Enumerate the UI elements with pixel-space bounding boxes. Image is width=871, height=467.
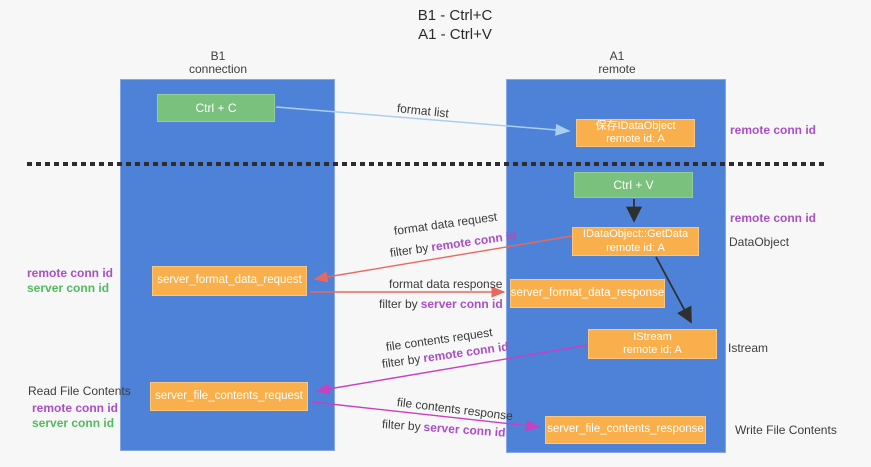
annotation-format-list: format list (396, 101, 450, 121)
lane-b1-sub: connection (188, 62, 248, 76)
istream-label: Istream (728, 341, 769, 355)
copy-paste-divider-dashed-line (27, 162, 828, 166)
filter-by-text: filter by (381, 351, 422, 371)
node-istream: IStream remote id: A (588, 329, 717, 359)
dataobject-label: DataObject (729, 235, 790, 249)
read-file-contents-label: Read File Contents (28, 384, 131, 398)
node-server-format-data-request: server_format_data_request (152, 266, 307, 296)
filter-by-text: filter by (379, 297, 418, 311)
getdata-line1: IDataObject::GetData (582, 228, 689, 241)
remote-conn-id-highlight: remote conn id (430, 228, 518, 255)
file-request-label: server_file_contents_request (155, 389, 303, 402)
ctrl-v-label: Ctrl + V (613, 177, 654, 192)
remote-conn-id-label: remote conn id (32, 401, 119, 415)
server-conn-id-label: server conn id (27, 281, 110, 295)
remote-conn-id-label: remote conn id (27, 266, 114, 280)
lane-a1-name: A1 (609, 49, 625, 63)
node-server-file-contents-response: server_file_contents_response (545, 416, 706, 444)
diagram-title: B1 - Ctrl+C A1 - Ctrl+V (355, 6, 555, 44)
title-line-2: A1 - Ctrl+V (418, 26, 492, 43)
lane-a1-sub: remote (598, 62, 636, 76)
getdata-line2: remote id: A (606, 241, 665, 254)
filter-by-text: filter by (381, 417, 422, 434)
format-request-label: server_format_data_request (157, 274, 302, 287)
left-conn-ids-bottom: remote conn id server conn id (32, 401, 118, 431)
istream-line1: IStream (633, 330, 672, 343)
write-file-contents-label: Write File Contents (735, 423, 837, 437)
save-idataobject-line1: 保存IDataObject (595, 119, 676, 132)
format-response-label: server_format_data_response (510, 286, 665, 299)
lane-header-a1: A1 remote (547, 50, 687, 76)
server-conn-id-label: server conn id (32, 416, 115, 430)
node-ctrl-c: Ctrl + C (157, 94, 275, 122)
server-conn-id-highlight: server conn id (420, 297, 503, 311)
ctrl-c-label: Ctrl + C (195, 100, 237, 115)
title-line-1: B1 - Ctrl+C (417, 7, 493, 24)
left-conn-ids-top: remote conn id server conn id (27, 266, 113, 296)
node-idataobject-getdata: IDataObject::GetData remote id: A (572, 227, 699, 256)
node-save-idataobject: 保存IDataObject remote id: A (576, 119, 695, 147)
node-server-format-data-response: server_format_data_response (510, 279, 665, 308)
lane-header-b1: B1 connection (148, 50, 288, 76)
node-server-file-contents-request: server_file_contents_request (150, 382, 308, 411)
remote-conn-id-label-right-1: remote conn id (730, 123, 817, 137)
annotation-format-data-response: format data response (389, 277, 503, 291)
istream-line2: remote id: A (623, 344, 682, 356)
remote-conn-id-label-right-2: remote conn id (730, 211, 817, 225)
lane-b1-name: B1 (210, 49, 226, 63)
node-ctrl-v: Ctrl + V (574, 172, 693, 198)
filter-by-text: filter by (389, 240, 430, 260)
save-idataobject-line2: remote id: A (606, 133, 665, 145)
server-conn-id-highlight: server conn id (423, 419, 506, 440)
file-response-label: server_file_contents_response (547, 423, 704, 436)
